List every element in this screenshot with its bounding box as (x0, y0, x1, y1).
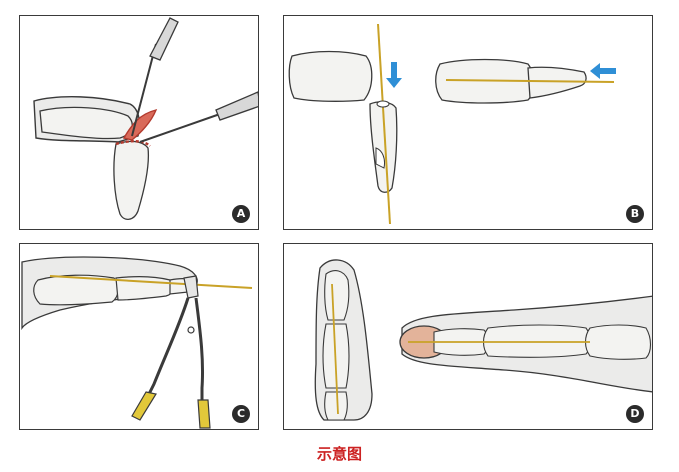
right-distal-phalanx (527, 66, 587, 99)
plier-jaw (183, 275, 199, 299)
proximal-bone (39, 106, 133, 140)
side-wire (331, 283, 339, 415)
arrow-left-icon (590, 63, 616, 79)
scalpel-handle (215, 91, 258, 121)
panel-a-illustration (33, 17, 258, 220)
wire-entry (376, 100, 390, 108)
panel-a: A (19, 15, 259, 230)
panel-c-illustration (21, 256, 253, 429)
plier-arm-left (146, 297, 190, 397)
plier-handle-left (131, 391, 157, 421)
figure-caption: 示意图 (316, 445, 362, 463)
middle-phalanx (288, 50, 373, 102)
top-bone-proximal (584, 324, 652, 360)
panel-b-illustration (288, 23, 616, 225)
panel-b: B (283, 15, 653, 230)
kirschner-wire-horizontal (445, 79, 615, 83)
kirschner-wire (49, 275, 253, 289)
panel-label-c: C (232, 405, 250, 423)
incision-line (115, 140, 151, 147)
elevator-handle (149, 17, 179, 61)
kirschner-wire-vertical (377, 23, 391, 225)
panel-c: C (19, 243, 259, 430)
bone-proximal (33, 274, 119, 306)
panel-d: D (283, 243, 653, 430)
panel-label-a: A (232, 205, 250, 223)
plier-pivot (187, 326, 195, 334)
distal-phalanx-fragment (369, 101, 398, 193)
panel-d-illustration (314, 259, 652, 421)
fragment-tip (375, 147, 385, 169)
distal-bone (113, 140, 150, 220)
arrow-down-icon (386, 62, 402, 88)
panel-label-d: D (626, 405, 644, 423)
panel-label-b: B (626, 205, 644, 223)
plier-handle-right (197, 399, 211, 429)
scalpel-shaft (139, 113, 221, 143)
plier-arm-right (194, 297, 205, 404)
side-bone-distal (324, 270, 350, 321)
elevator-shaft (131, 43, 157, 137)
side-bone-proximal (324, 391, 348, 421)
